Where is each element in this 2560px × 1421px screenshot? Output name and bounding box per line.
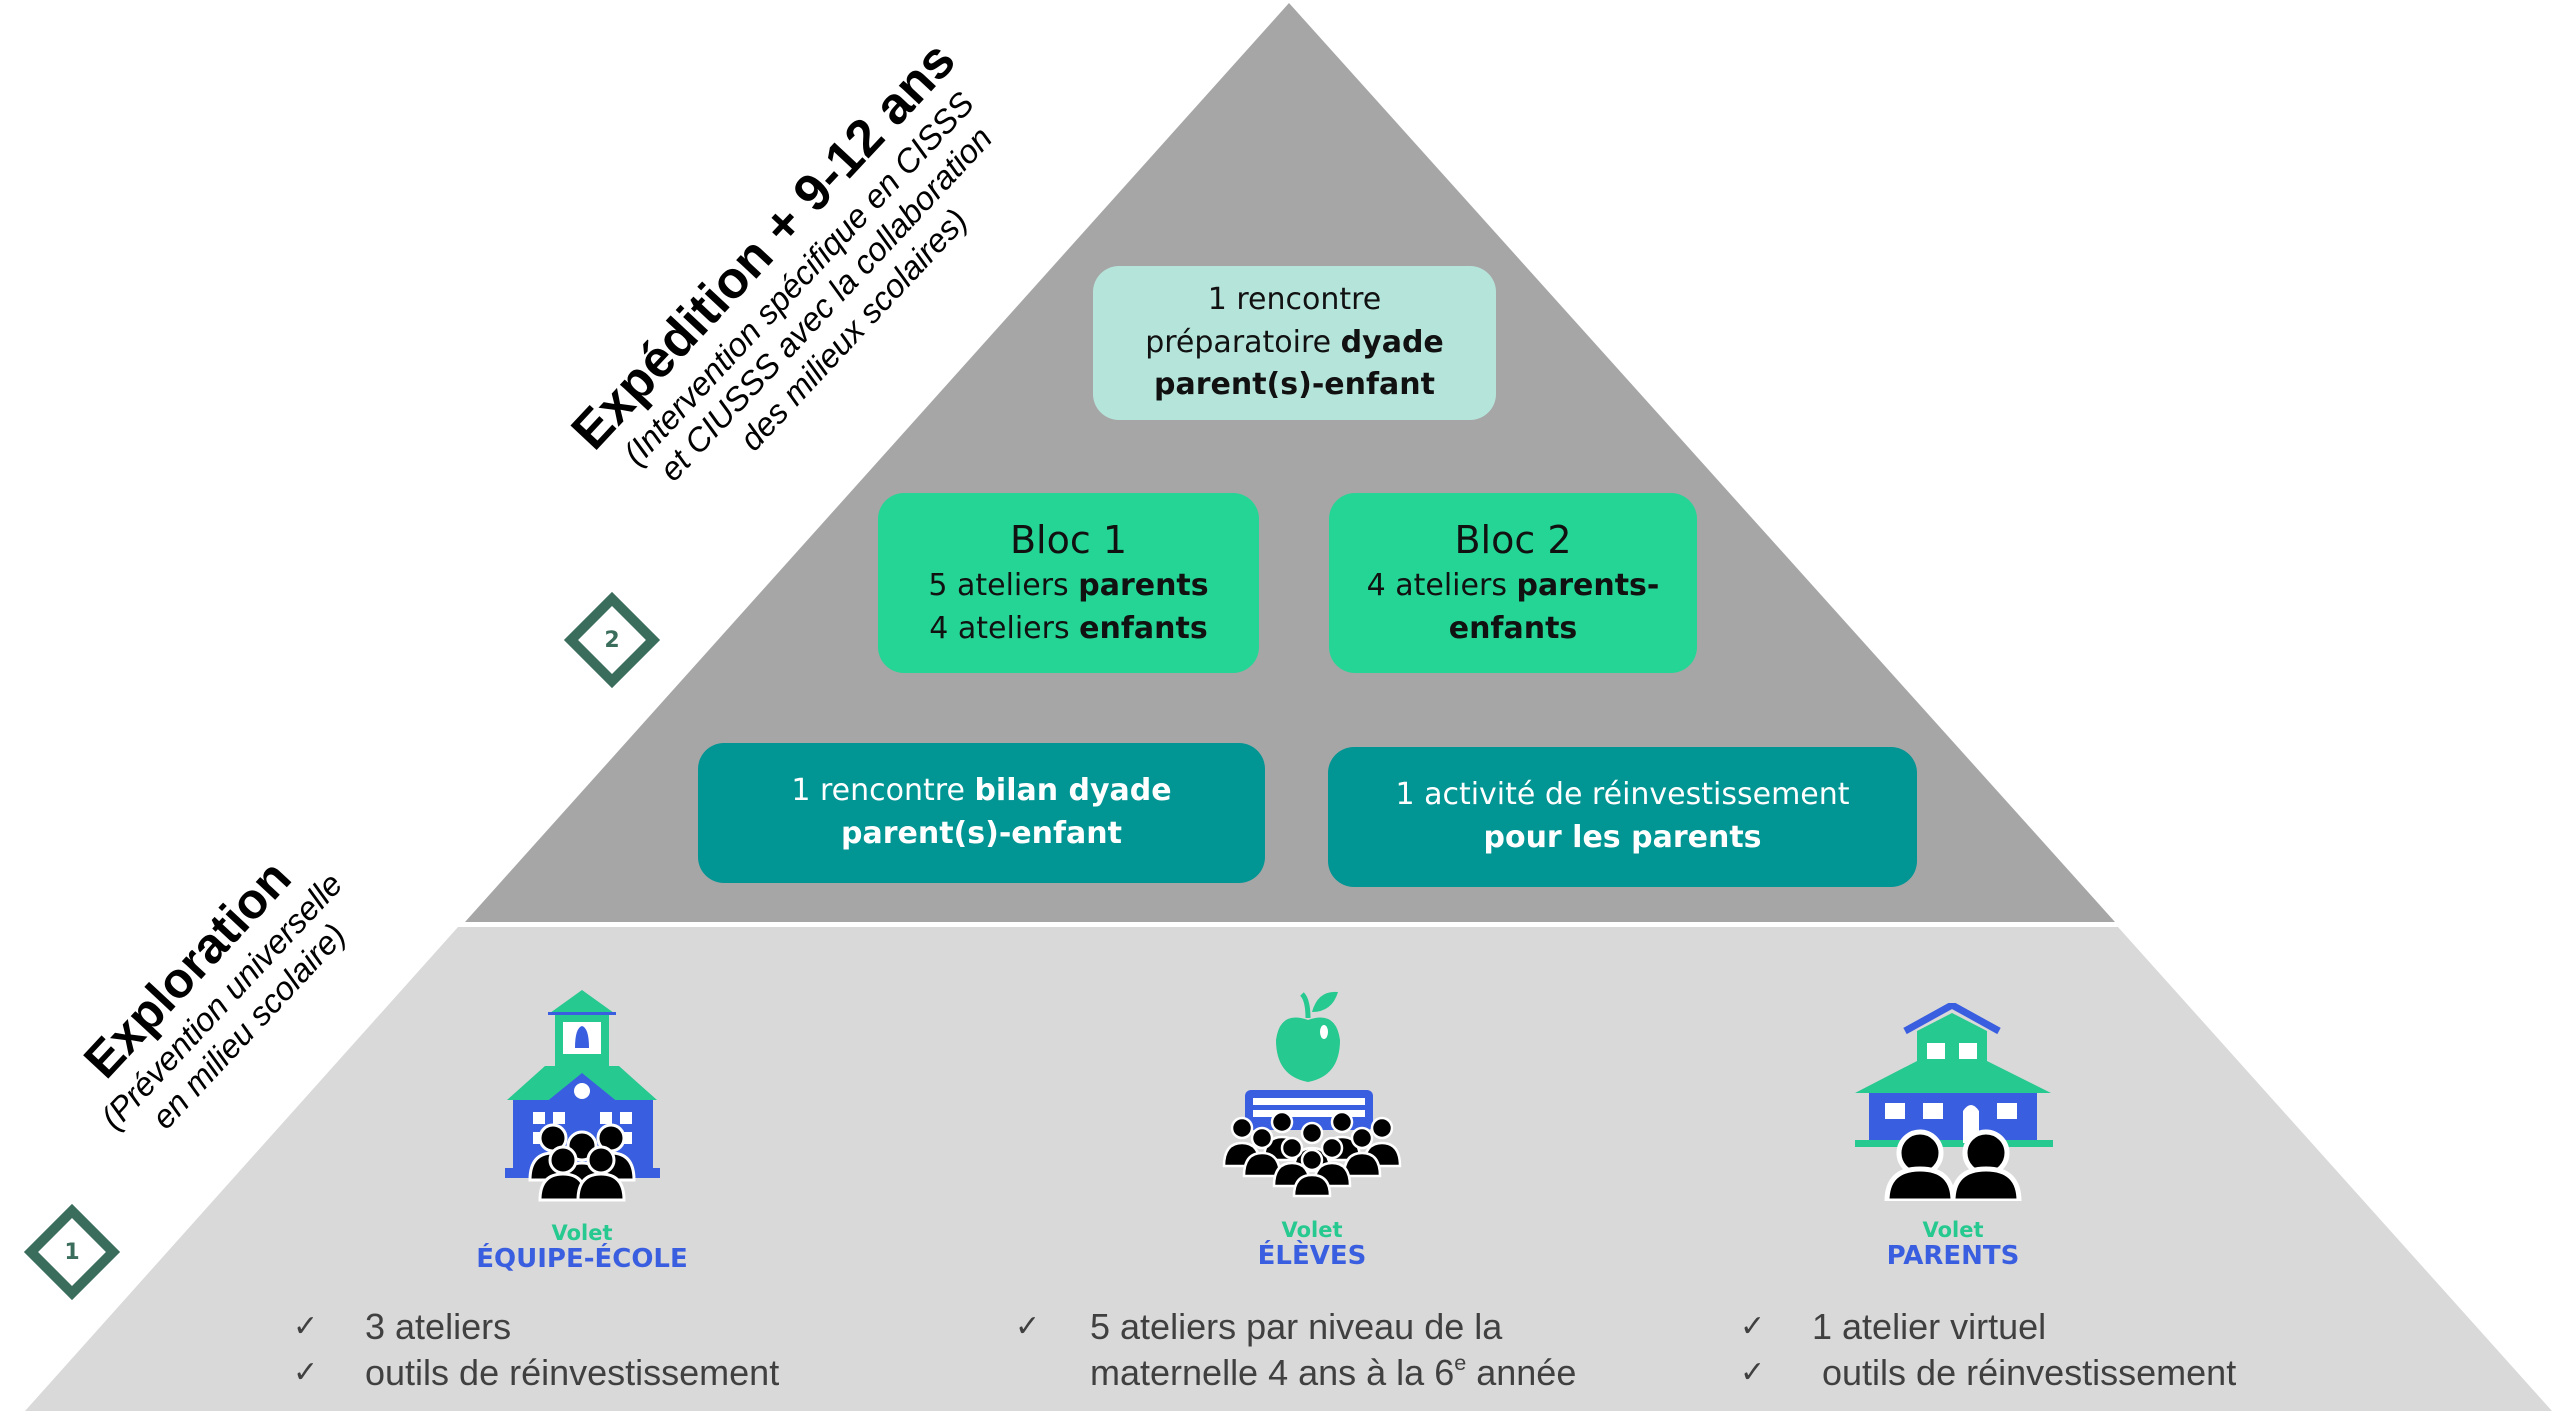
list-item: ✓ 1 atelier virtuel xyxy=(1740,1304,2236,1350)
bilan-line-1: 1 rencontre bilan dyade xyxy=(791,770,1171,813)
prep-line-2-bold: dyade xyxy=(1340,324,1444,360)
reinvestment-activity-box: 1 activité de réinvestissement pour les … xyxy=(1328,747,1917,887)
prep-line-2-regular: préparatoire xyxy=(1145,324,1341,360)
parents-checklist: ✓ 1 atelier virtuel ✓ outils de réinvest… xyxy=(1740,1304,2236,1396)
reinv-line-1: 1 activité de réinvestissement xyxy=(1395,777,1850,813)
list-item: ✓ 5 ateliers par niveau de la xyxy=(1015,1304,1576,1350)
prep-line-3: parent(s)-enfant xyxy=(1154,364,1435,407)
prep-line-3-bold: parent(s)-enfant xyxy=(1154,367,1435,403)
checkmark-icon: ✓ xyxy=(1740,1309,1766,1344)
bloc-2-line-2: enfants xyxy=(1449,608,1578,651)
bloc-1-box: Bloc 1 5 ateliers parents 4 ateliers enf… xyxy=(878,493,1259,673)
list-item: ✓ outils de réinvestissement xyxy=(293,1350,779,1396)
bloc-2-line-1: 4 ateliers parents- xyxy=(1367,565,1660,608)
bloc-2-line-1-regular: 4 ateliers xyxy=(1366,568,1517,604)
list-item-text: 5 ateliers par niveau de la xyxy=(1090,1306,1503,1347)
bilan-line-1-bold: bilan dyade xyxy=(974,773,1172,809)
bloc-2-line-2-bold: enfants xyxy=(1448,610,1578,646)
list-item-text-end: année xyxy=(1466,1352,1577,1393)
checkmark-icon: ✓ xyxy=(293,1355,319,1390)
house-with-parents-icon xyxy=(1855,1003,2053,1201)
bilan-line-2: parent(s)-enfant xyxy=(841,813,1122,856)
bloc-1-line-1: 5 ateliers parents xyxy=(928,565,1208,608)
bloc-1-line-2-bold: enfants xyxy=(1079,610,1208,646)
list-item-text-main: maternelle 4 ans à la 6 xyxy=(1090,1352,1455,1393)
bloc-1-line-2: 4 ateliers enfants xyxy=(929,608,1207,651)
checkmark-icon: ✓ xyxy=(1740,1355,1766,1390)
reinv-line-2: pour les parents xyxy=(1483,817,1761,860)
ordinal-superscript: e xyxy=(1454,1349,1467,1375)
pyramid-level-2-expedition xyxy=(465,3,2115,922)
level-2-number: 2 xyxy=(604,627,620,653)
volet-parents-label: Volet PARENTS xyxy=(1793,1218,2113,1272)
volet-name: PARENTS xyxy=(1886,1241,2020,1272)
list-item-text: maternelle 4 ans à la 6e année xyxy=(1015,1350,1576,1396)
list-item-continuation: maternelle 4 ans à la 6e année xyxy=(1015,1350,1576,1396)
volet-eleves-label: Volet ÉLÈVES xyxy=(1152,1218,1472,1272)
volet-prefix: Volet xyxy=(551,1221,613,1245)
volet-prefix: Volet xyxy=(1281,1218,1343,1242)
prep-line-1: 1 rencontre xyxy=(1207,282,1382,318)
bloc-2-box: Bloc 2 4 ateliers parents- enfants xyxy=(1329,493,1697,673)
list-item-text: outils de réinvestissement xyxy=(365,1352,780,1393)
list-item-text: 3 ateliers xyxy=(365,1306,512,1347)
list-item: ✓ outils de réinvestissement xyxy=(1740,1350,2236,1396)
list-item: ✓ 3 ateliers xyxy=(293,1304,779,1350)
prep-line-2: préparatoire dyade xyxy=(1145,322,1444,365)
bloc-1-title: Bloc 1 xyxy=(1009,517,1128,562)
volet-name: ÉQUIPE-ÉCOLE xyxy=(476,1244,688,1275)
bloc-1-line-1-bold: parents xyxy=(1078,568,1209,604)
checkmark-icon: ✓ xyxy=(293,1309,319,1344)
bilan-line-1-regular: 1 rencontre xyxy=(791,773,975,809)
bilan-line-2-bold: parent(s)-enfant xyxy=(841,816,1122,851)
prep-meeting-box: 1 rencontre préparatoire dyade parent(s)… xyxy=(1093,266,1496,420)
bloc-2-title: Bloc 2 xyxy=(1454,517,1572,562)
level-1-number: 1 xyxy=(64,1239,80,1265)
volet-prefix: Volet xyxy=(1922,1218,1984,1242)
list-item-text: 1 atelier virtuel xyxy=(1812,1306,2047,1347)
checkmark-icon: ✓ xyxy=(1015,1309,1041,1344)
volet-name: ÉLÈVES xyxy=(1257,1241,1367,1272)
list-item-text: outils de réinvestissement xyxy=(1822,1352,2237,1393)
bloc-1-line-2-regular: 4 ateliers xyxy=(929,610,1080,646)
equipe-ecole-checklist: ✓ 3 ateliers ✓ outils de réinvestissemen… xyxy=(293,1304,779,1396)
review-meeting-box: 1 rencontre bilan dyade parent(s)-enfant xyxy=(698,743,1265,883)
bloc-2-line-1-bold: parents- xyxy=(1516,568,1660,604)
volet-equipe-ecole-label: Volet ÉQUIPE-ÉCOLE xyxy=(422,1221,742,1275)
apple-on-book-with-students-icon xyxy=(1222,991,1402,1198)
eleves-checklist: ✓ 5 ateliers par niveau de la maternelle… xyxy=(1015,1304,1576,1396)
bloc-1-line-1-regular: 5 ateliers xyxy=(928,568,1079,604)
reinv-line-2-bold: pour les parents xyxy=(1483,820,1762,855)
school-building-with-people-icon xyxy=(505,990,660,1202)
